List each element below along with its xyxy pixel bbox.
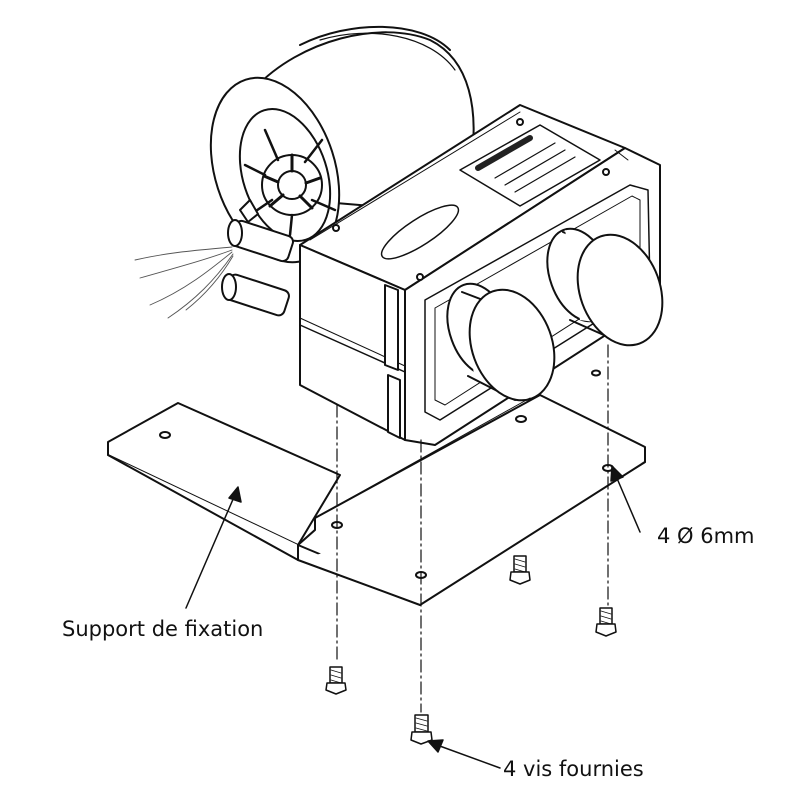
screw [509,555,531,585]
bracket-leader [185,496,235,609]
air-outlets [446,227,664,402]
assembly-axis-lines [336,344,609,713]
screw [595,607,617,637]
blower-fan [209,25,475,264]
holes-label: 4 Ø 6mm [657,524,755,548]
screw [410,714,433,745]
wires [134,246,234,319]
water-pipes [221,199,294,317]
screws-leader [436,744,501,769]
screws-label: 4 vis fournies [503,757,644,781]
mounting-screws [325,555,617,745]
leader-lines [185,465,641,769]
mounting-bracket [107,369,646,606]
bracket-label: Support de fixation [62,617,264,641]
holes-leader [615,475,641,533]
screw [325,666,347,695]
